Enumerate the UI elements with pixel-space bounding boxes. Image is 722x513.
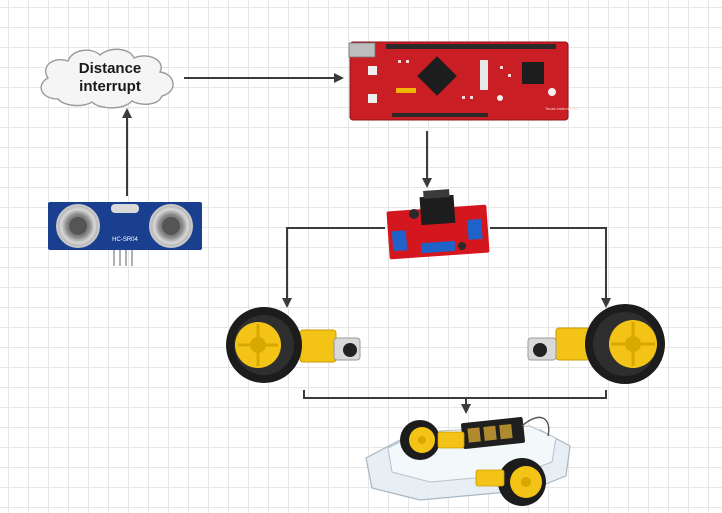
left-motor (226, 307, 361, 383)
arrow-driver-to-left-motor (282, 227, 385, 308)
right-motor (527, 304, 665, 384)
motor-driver-board (386, 189, 490, 260)
microcontroller-board: Texas Instruments (348, 41, 577, 121)
connectors (122, 73, 611, 414)
cloud-label-line-1: Distance (78, 60, 142, 77)
arrow-driver-to-right-motor (490, 227, 611, 308)
robot-car-chassis (365, 416, 571, 506)
ultrasonic-sensor: HC-SR04 (48, 202, 202, 266)
connector-left-motor-to-junction (303, 390, 466, 399)
distance-interrupt-label: Distance interrupt (48, 60, 172, 96)
sensor-model-text: HC-SR04 (112, 237, 138, 243)
connector-right-motor-to-junction (466, 390, 607, 399)
board-logo-text: Texas Instruments (545, 106, 577, 111)
cloud-label-line-2: interrupt (79, 78, 141, 95)
distance-interrupt-cloud (40, 48, 174, 109)
